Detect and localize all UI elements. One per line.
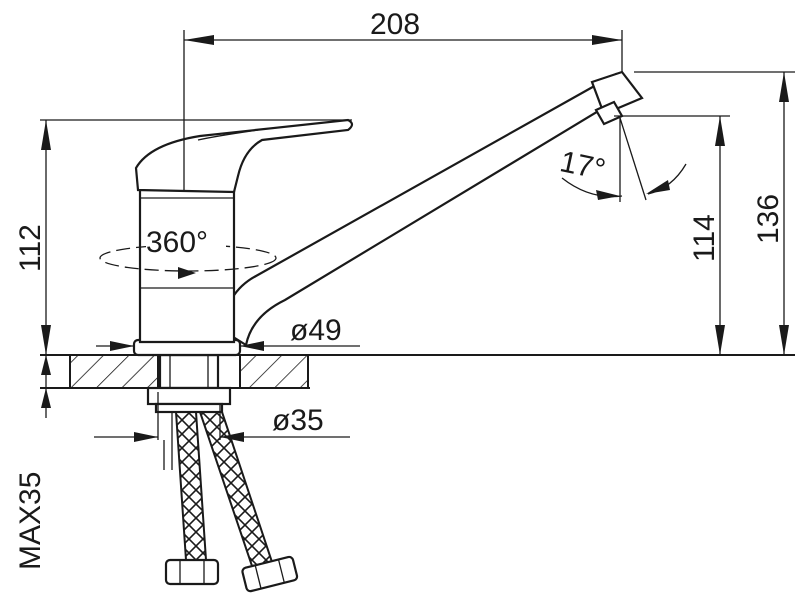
- overall-height-label: 136: [752, 194, 785, 244]
- rotation-indicator: [99, 222, 277, 279]
- outlet-height-label: 114: [688, 214, 721, 262]
- flexible-hoses: [163, 411, 274, 568]
- outlet-height-dimension: [614, 115, 730, 355]
- countertop-section: [40, 354, 795, 389]
- rotation-label: 360°: [146, 226, 208, 259]
- hose-nut-left: [164, 558, 220, 586]
- mounting-assembly: [146, 353, 232, 414]
- faucet-body: [138, 186, 236, 344]
- hose-nut-right: [241, 555, 299, 593]
- counter-thickness-dimension: [41, 355, 51, 418]
- base-diameter-label: ø49: [290, 314, 342, 347]
- body-height-label: 112: [14, 224, 47, 272]
- hole-diameter-label: ø35: [272, 404, 324, 437]
- lever-handle: [134, 118, 354, 194]
- base-diameter-dimension: [96, 341, 360, 351]
- spray-angle-dimension: [561, 117, 687, 202]
- reach-label: 208: [370, 8, 420, 41]
- hole-diameter-dimension: [94, 392, 350, 442]
- reach-dimension: [183, 30, 623, 192]
- counter-thickness-label: MAX35: [14, 472, 47, 570]
- body-height-dimension: [40, 119, 352, 355]
- overall-height-dimension: [634, 71, 795, 355]
- spout: [220, 70, 644, 347]
